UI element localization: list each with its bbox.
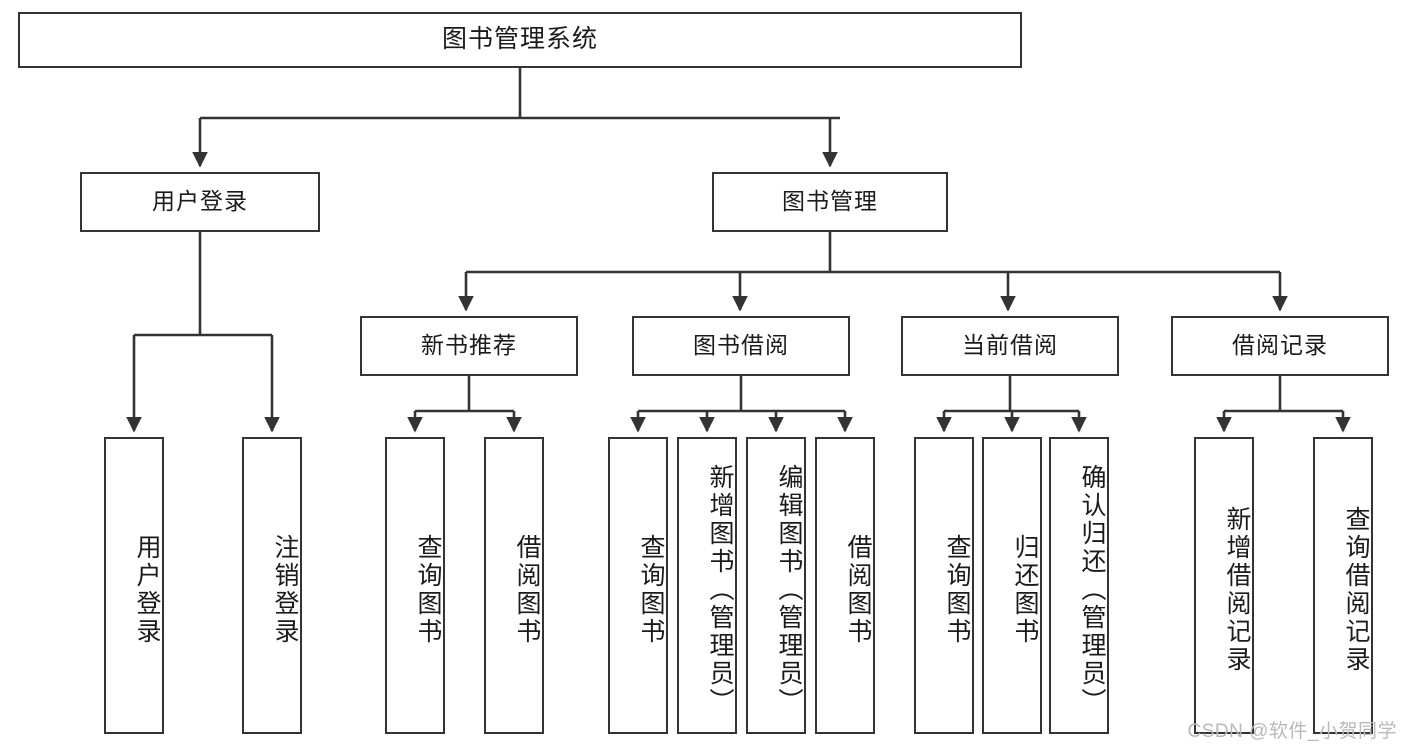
leaf-label: 查询借阅记录 bbox=[1342, 505, 1370, 674]
leaf-confirm-return-admin[interactable]: 确认归还（管理员） bbox=[1049, 437, 1109, 734]
leaf-label: 新增图书（管理员） bbox=[706, 463, 734, 716]
leaf-label: 借阅图书 bbox=[513, 533, 541, 646]
leaf-label: 查询图书 bbox=[637, 533, 665, 646]
leaf-label: 新增借阅记录 bbox=[1223, 505, 1251, 674]
leaf-query-book-current[interactable]: 查询图书 bbox=[914, 437, 974, 734]
leaf-user-login[interactable]: 用户登录 bbox=[104, 437, 164, 734]
leaf-logout[interactable]: 注销登录 bbox=[242, 437, 302, 734]
node-new-book-recommend[interactable]: 新书推荐 bbox=[360, 316, 578, 376]
leaf-add-book-admin[interactable]: 新增图书（管理员） bbox=[677, 437, 737, 734]
leaf-return-book[interactable]: 归还图书 bbox=[982, 437, 1042, 734]
node-root-system[interactable]: 图书管理系统 bbox=[18, 12, 1022, 68]
leaf-label: 用户登录 bbox=[133, 533, 161, 646]
connector-lines bbox=[126, 68, 1351, 433]
leaf-label: 注销登录 bbox=[271, 533, 299, 646]
leaf-borrow-book-recommend[interactable]: 借阅图书 bbox=[484, 437, 544, 734]
leaf-query-borrow-record[interactable]: 查询借阅记录 bbox=[1313, 437, 1373, 734]
leaf-add-borrow-record[interactable]: 新增借阅记录 bbox=[1194, 437, 1254, 734]
leaf-label: 归还图书 bbox=[1011, 533, 1039, 646]
node-book-management[interactable]: 图书管理 bbox=[712, 172, 948, 232]
node-current-borrow[interactable]: 当前借阅 bbox=[901, 316, 1119, 376]
leaf-label: 查询图书 bbox=[943, 533, 971, 646]
leaf-borrow-book[interactable]: 借阅图书 bbox=[815, 437, 875, 734]
node-book-borrow[interactable]: 图书借阅 bbox=[632, 316, 850, 376]
leaf-edit-book-admin[interactable]: 编辑图书（管理员） bbox=[746, 437, 806, 734]
node-user-login[interactable]: 用户登录 bbox=[80, 172, 320, 232]
leaf-label: 编辑图书（管理员） bbox=[775, 463, 803, 716]
leaf-query-book-recommend[interactable]: 查询图书 bbox=[385, 437, 445, 734]
node-borrow-record[interactable]: 借阅记录 bbox=[1171, 316, 1389, 376]
leaf-label: 确认归还（管理员） bbox=[1078, 463, 1106, 716]
leaf-label: 查询图书 bbox=[414, 533, 442, 646]
leaf-label: 借阅图书 bbox=[844, 533, 872, 646]
leaf-query-book[interactable]: 查询图书 bbox=[608, 437, 668, 734]
